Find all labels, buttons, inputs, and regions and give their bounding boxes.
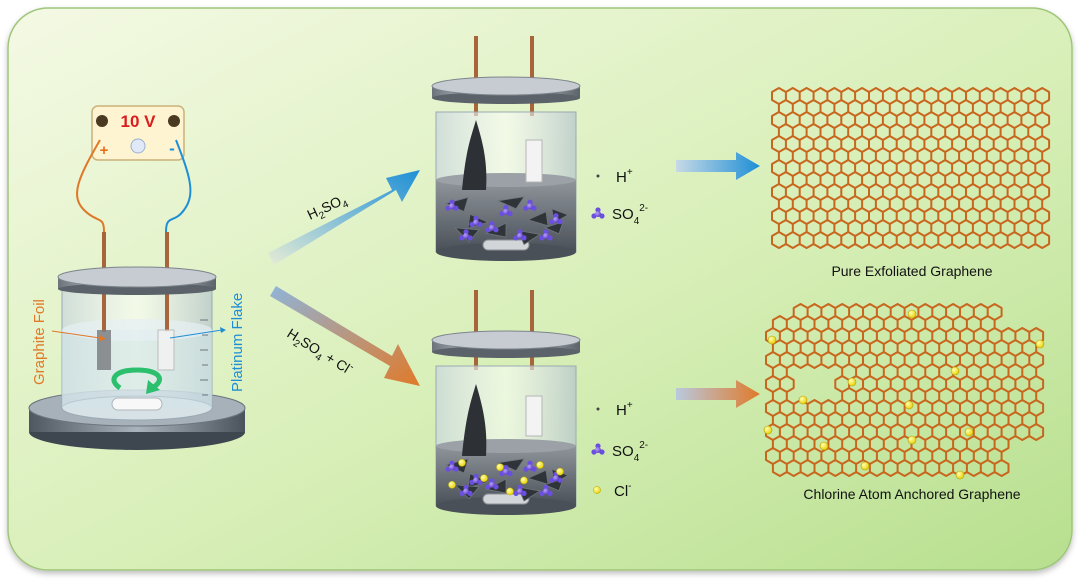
negative-terminal-icon bbox=[168, 115, 180, 127]
cathode-wire bbox=[165, 139, 192, 233]
chloride-ion-icon bbox=[556, 467, 564, 476]
legend-h-plus: H+ bbox=[616, 167, 633, 186]
stir-bar bbox=[111, 397, 163, 411]
background-panel bbox=[7, 7, 1073, 571]
chlorine-atom bbox=[847, 377, 857, 387]
chloride-ion-icon bbox=[506, 487, 514, 496]
chloride-ion-icon bbox=[448, 480, 456, 489]
chlorine-atom bbox=[798, 395, 808, 405]
chlorine-atom bbox=[767, 335, 777, 345]
arrow-to-cl-cell bbox=[270, 286, 420, 386]
legend-sulfate: SO42- bbox=[612, 203, 648, 227]
chloride-ion-icon bbox=[520, 476, 528, 485]
product-label-chlorinated: Chlorine Atom Anchored Graphene bbox=[803, 486, 1020, 502]
legend-chloride: Cl- bbox=[614, 481, 632, 500]
chloride-ion-icon bbox=[496, 463, 504, 472]
anode-wire bbox=[76, 139, 105, 233]
legend-sulfate-2: SO42- bbox=[612, 440, 648, 464]
voltage-label: 10 V bbox=[121, 112, 157, 131]
product-label-pure: Pure Exfoliated Graphene bbox=[831, 263, 992, 279]
cathode-label: Platinum Flake bbox=[229, 293, 246, 392]
graphite-flake bbox=[526, 469, 549, 485]
arrow-to-pure-graphene bbox=[676, 152, 760, 180]
chlorine-atom bbox=[950, 366, 960, 376]
chlorine-atom bbox=[763, 425, 773, 435]
beaker-lid-initial bbox=[57, 266, 217, 295]
graphite-flake bbox=[496, 196, 525, 210]
chlorine-atom bbox=[904, 400, 914, 410]
chlorine-atom bbox=[964, 427, 974, 437]
chlorine-atom bbox=[955, 470, 965, 480]
legend-h2so4-cl: H+ SO42- Cl- bbox=[591, 400, 648, 500]
legend-h-plus-2: H+ bbox=[616, 400, 633, 419]
chlorine-atom bbox=[907, 309, 917, 319]
legend-h2so4: H+ SO42- bbox=[591, 167, 648, 227]
indicator-light-icon bbox=[130, 138, 146, 154]
anode-label: Graphite Foil bbox=[31, 299, 48, 385]
positive-terminal-icon bbox=[96, 115, 108, 127]
chloride-ion-icon bbox=[536, 461, 544, 469]
beaker-initial bbox=[61, 232, 213, 421]
graphene-lattice-pure bbox=[771, 87, 1051, 249]
arrow-to-cl-graphene bbox=[676, 380, 760, 408]
plus-label: + bbox=[100, 142, 109, 159]
power-supply: 10 V + - bbox=[91, 105, 185, 161]
chlorine-atom bbox=[907, 435, 917, 445]
carbon-hexagon-mesh bbox=[765, 303, 1045, 477]
arrow-to-h2so4-cell bbox=[268, 170, 420, 265]
graphite-flake bbox=[543, 221, 564, 235]
chloride-ion-icon bbox=[458, 458, 466, 467]
cell-h2so4 bbox=[431, 36, 581, 261]
chlorine-atom bbox=[1035, 339, 1045, 349]
graphene-lattice-chlorinated bbox=[765, 303, 1045, 477]
exfoliated-sludge-top bbox=[444, 196, 569, 246]
chloride-icon bbox=[593, 486, 601, 494]
exfoliated-sludge-bottom bbox=[444, 458, 569, 502]
chlorine-atom bbox=[819, 441, 829, 451]
chloride-ion-icon bbox=[480, 474, 488, 483]
carbon-hexagon-mesh bbox=[771, 87, 1051, 249]
minus-label: - bbox=[169, 139, 175, 158]
anchored-chlorine-atoms bbox=[763, 309, 1045, 480]
rotation-arrow-icon bbox=[111, 367, 162, 391]
graphite-flake bbox=[526, 211, 549, 227]
chlorine-atom bbox=[860, 461, 870, 471]
